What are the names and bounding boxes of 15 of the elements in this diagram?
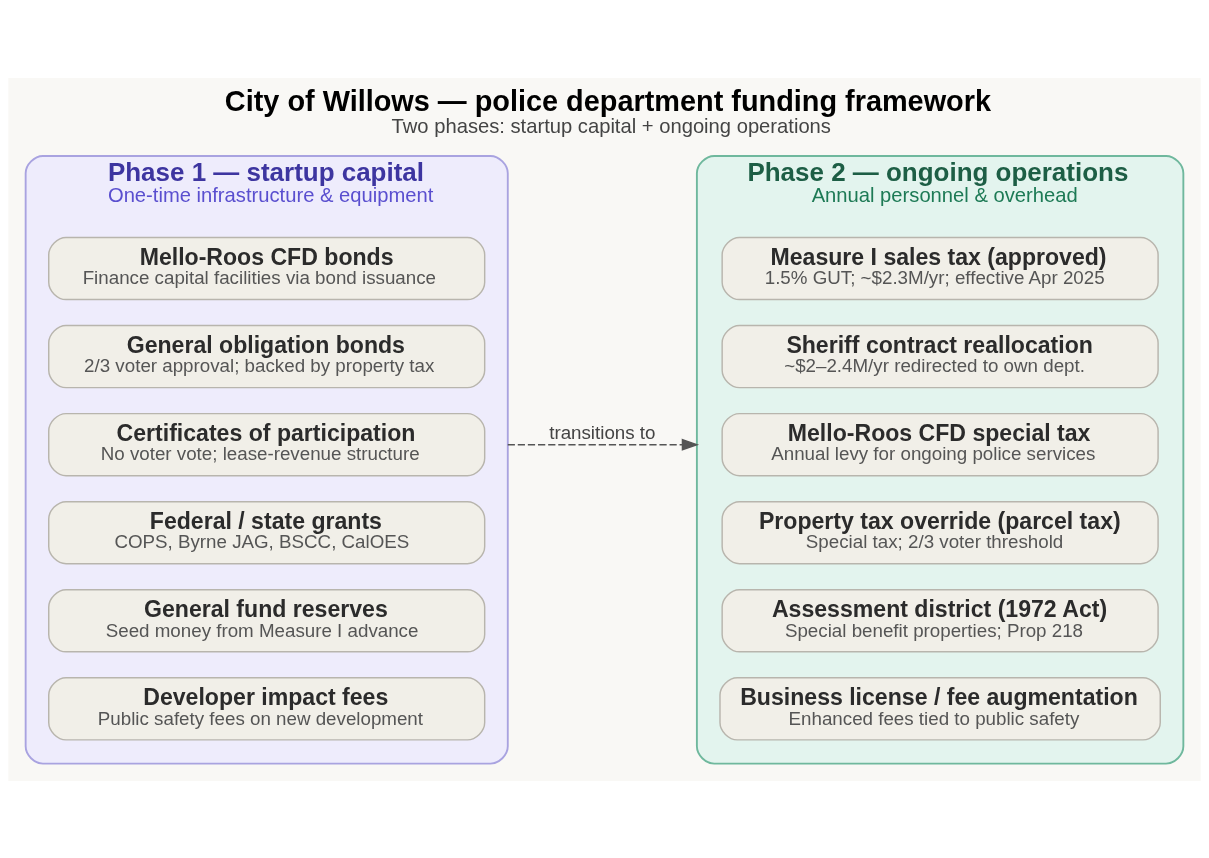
node-box: General fund reserves Seed money from Measure I advance (48, 588, 486, 652)
node-box: Federal / state grants COPS, Byrne JAG, BSCC, CalOES (48, 500, 486, 564)
node-box: Property tax override (parcel tax) Special tax; 2/3 voter threshold (721, 500, 1159, 564)
edge-label: transitions to (549, 421, 656, 443)
node-box: Certificates of participation No voter vote; lease-revenue structure (48, 412, 486, 476)
diagram-title: City of Willows — police department funding framework (224, 84, 992, 117)
node-box: Mello-Roos CFD bonds Finance capital facilities via bond issuance (48, 236, 486, 300)
arrow (507, 438, 700, 451)
node-box: Measure I sales tax (approved) 1.5% GUT; ~$2.3M/yr; effective Apr 2025 (721, 236, 1159, 300)
node-box: Assessment district (1972 Act) Special benefit properties; Prop 218 (721, 588, 1159, 652)
node-box: Sheriff contract reallocation ~$2–2.4M/yr redirected to own dept. (721, 324, 1159, 388)
node-box: Business license / fee augmentation Enhanced fees tied to public safety (719, 676, 1161, 741)
node-box: Mello-Roos CFD special tax Annual levy for ongoing police services (721, 412, 1159, 476)
node-box: Developer impact fees Public safety fees on new development (48, 676, 486, 741)
node-box: General obligation bonds 2/3 voter approval; backed by property tax (48, 324, 486, 388)
